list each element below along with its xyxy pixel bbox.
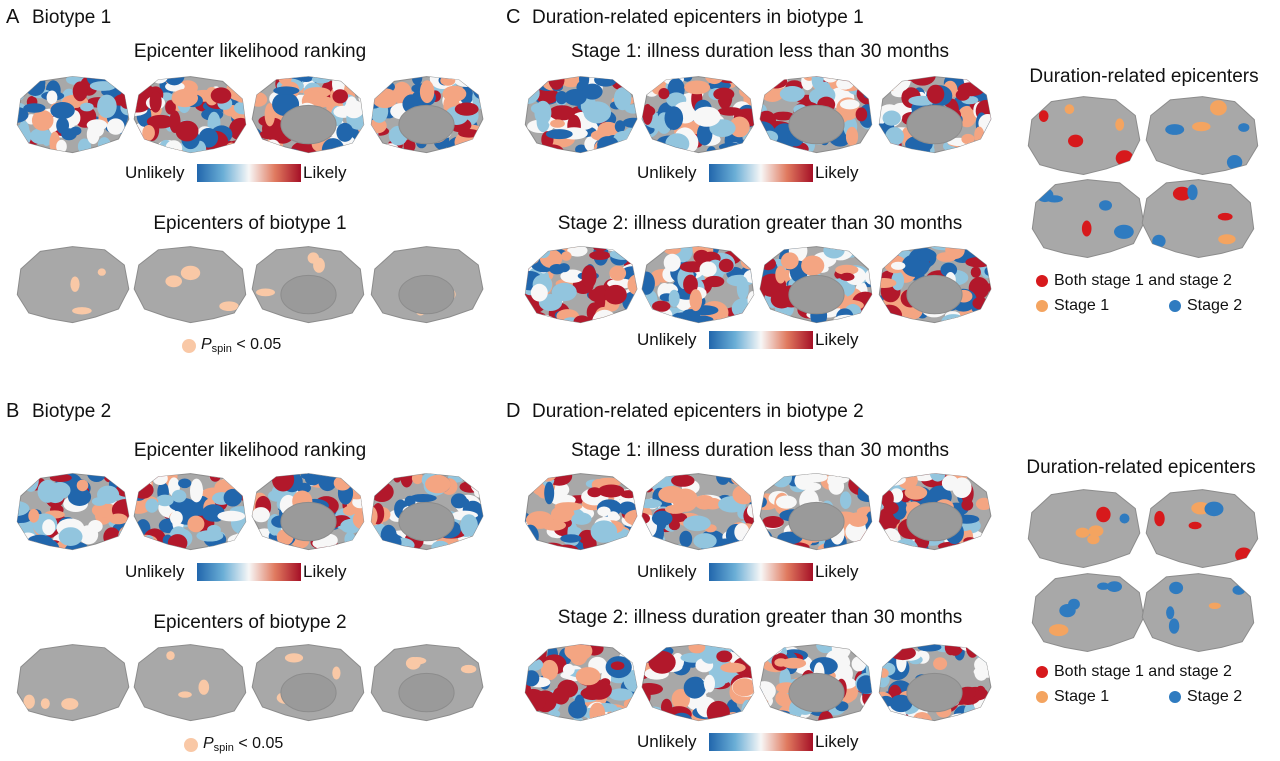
b-epicenter-brain-1 bbox=[16, 644, 130, 722]
panel-d-legend-stage1: Stage 1 bbox=[1054, 688, 1110, 705]
c-stage2-brain-3 bbox=[759, 246, 873, 324]
panel-a-heading: Biotype 1 bbox=[32, 7, 112, 28]
c-stage2-brain-1 bbox=[524, 246, 638, 324]
p-spin-dot-b bbox=[184, 738, 198, 752]
d-side-brain-1 bbox=[1027, 489, 1141, 569]
colorbar-c2 bbox=[709, 331, 813, 349]
colorbar-b bbox=[197, 563, 301, 581]
c-stage1-brain-3 bbox=[759, 76, 873, 154]
c-stage1-brain-1 bbox=[524, 76, 638, 154]
panel-c-stage1-title: Stage 1: illness duration less than 30 m… bbox=[570, 41, 950, 62]
d-side-brain-4 bbox=[1141, 573, 1255, 653]
d-stage2-brain-3 bbox=[759, 644, 873, 722]
colorbar-d1 bbox=[709, 563, 813, 581]
c-stage1-brain-4 bbox=[878, 76, 992, 154]
panel-letter-d: D bbox=[506, 400, 521, 422]
panel-letter-c: C bbox=[506, 6, 521, 28]
d-stage2-brain-2 bbox=[641, 644, 755, 722]
panel-a-ranking-title: Epicenter likelihood ranking bbox=[133, 41, 367, 62]
b-ranking-brain-2 bbox=[133, 473, 247, 551]
panel-c-cb1-low: Unlikely bbox=[637, 163, 697, 182]
panel-b-p-spin-label: Pspin < 0.05 bbox=[203, 735, 284, 754]
panel-d-cb1-low: Unlikely bbox=[637, 562, 697, 581]
panel-b-ranking-title: Epicenter likelihood ranking bbox=[133, 440, 367, 461]
panel-d-side-title: Duration-related epicenters bbox=[1026, 457, 1256, 478]
panel-d-cb2-high: Likely bbox=[815, 732, 859, 751]
panel-d-heading: Duration-related epicenters in biotype 2 bbox=[532, 401, 864, 422]
legend-dot-stage2-c bbox=[1169, 300, 1181, 312]
panel-a-cb-low: Unlikely bbox=[125, 163, 185, 182]
c-side-brain-4 bbox=[1141, 179, 1255, 259]
c-stage1-brain-2 bbox=[641, 76, 755, 154]
d-stage1-brain-2 bbox=[641, 473, 755, 551]
b-ranking-brain-1 bbox=[16, 473, 130, 551]
d-stage1-brain-1 bbox=[524, 473, 638, 551]
panel-c-stage2-title: Stage 2: illness duration greater than 3… bbox=[557, 213, 963, 234]
panel-c-cb2-low: Unlikely bbox=[637, 330, 697, 349]
colorbar-a bbox=[197, 164, 301, 182]
legend-dot-both-c bbox=[1036, 275, 1048, 287]
panel-letter-b: B bbox=[6, 400, 20, 422]
legend-dot-stage1-c bbox=[1036, 300, 1048, 312]
c-stage2-brain-2 bbox=[641, 246, 755, 324]
panel-b-heading: Biotype 2 bbox=[32, 401, 112, 422]
panel-letter-a: A bbox=[6, 6, 20, 28]
panel-a-p-spin-label: Pspin < 0.05 bbox=[201, 336, 282, 355]
a-ranking-brain-4 bbox=[370, 76, 484, 154]
panel-b-epicenter-title: Epicenters of biotype 2 bbox=[153, 612, 347, 633]
d-stage1-brain-4 bbox=[878, 473, 992, 551]
panel-d-legend-both: Both stage 1 and stage 2 bbox=[1054, 663, 1232, 680]
panel-c-side-title: Duration-related epicenters bbox=[1029, 66, 1259, 87]
c-side-brain-3 bbox=[1031, 179, 1145, 259]
colorbar-c1 bbox=[709, 164, 813, 182]
panel-c-legend-stage2: Stage 2 bbox=[1187, 297, 1243, 314]
b-epicenter-brain-2 bbox=[133, 644, 247, 722]
panel-b-cb-high: Likely bbox=[303, 562, 347, 581]
panel-d-cb2-low: Unlikely bbox=[637, 732, 697, 751]
d-side-brain-2 bbox=[1145, 489, 1259, 569]
d-side-brain-3 bbox=[1031, 573, 1145, 653]
c-side-brain-1 bbox=[1027, 96, 1141, 176]
panel-c-cb2-high: Likely bbox=[815, 330, 859, 349]
panel-a-epicenter-title: Epicenters of biotype 1 bbox=[153, 213, 347, 234]
a-epicenter-brain-2 bbox=[133, 246, 247, 324]
a-epicenter-brain-4 bbox=[370, 246, 484, 324]
legend-dot-both-d bbox=[1036, 666, 1048, 678]
panel-d-stage1-title: Stage 1: illness duration less than 30 m… bbox=[570, 440, 950, 461]
d-stage2-brain-4 bbox=[878, 644, 992, 722]
a-ranking-brain-3 bbox=[251, 76, 365, 154]
c-side-brain-2 bbox=[1145, 96, 1259, 176]
p-spin-dot-a bbox=[182, 339, 196, 353]
colorbar-d2 bbox=[709, 733, 813, 751]
d-stage1-brain-3 bbox=[759, 473, 873, 551]
panel-d-stage2-title: Stage 2: illness duration greater than 3… bbox=[557, 607, 963, 628]
b-ranking-brain-3 bbox=[251, 473, 365, 551]
c-stage2-brain-4 bbox=[878, 246, 992, 324]
d-stage2-brain-1 bbox=[524, 644, 638, 722]
panel-a-cb-high: Likely bbox=[303, 163, 347, 182]
b-epicenter-brain-3 bbox=[251, 644, 365, 722]
panel-d-cb1-high: Likely bbox=[815, 562, 859, 581]
panel-b-cb-low: Unlikely bbox=[125, 562, 185, 581]
panel-c-heading: Duration-related epicenters in biotype 1 bbox=[532, 7, 864, 28]
a-epicenter-brain-3 bbox=[251, 246, 365, 324]
panel-c-legend-both: Both stage 1 and stage 2 bbox=[1054, 272, 1232, 289]
legend-dot-stage1-d bbox=[1036, 691, 1048, 703]
b-epicenter-brain-4 bbox=[370, 644, 484, 722]
a-ranking-brain-1 bbox=[16, 76, 130, 154]
a-ranking-brain-2 bbox=[133, 76, 247, 154]
legend-dot-stage2-d bbox=[1169, 691, 1181, 703]
a-epicenter-brain-1 bbox=[16, 246, 130, 324]
b-ranking-brain-4 bbox=[370, 473, 484, 551]
panel-d-legend-stage2: Stage 2 bbox=[1187, 688, 1243, 705]
panel-c-legend-stage1: Stage 1 bbox=[1054, 297, 1110, 314]
panel-c-cb1-high: Likely bbox=[815, 163, 859, 182]
